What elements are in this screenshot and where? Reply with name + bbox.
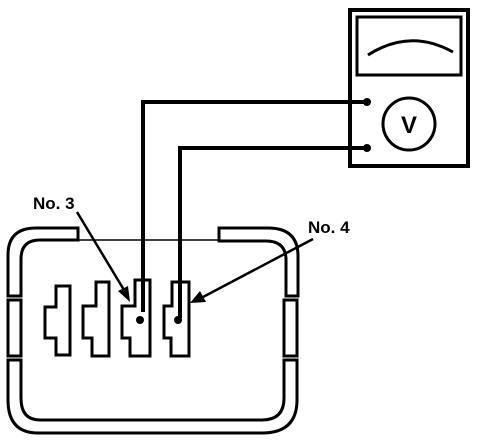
- connector-latch-left: [6, 298, 23, 358]
- meter-scale-arc: [367, 39, 454, 57]
- connector-shell-top-right: [217, 226, 300, 298]
- meter-dial: [381, 96, 437, 152]
- voltmeter-icon: V: [348, 8, 470, 168]
- label-terminal-3: No. 3: [33, 194, 75, 213]
- connector-icon: [6, 226, 300, 435]
- terminal-1: [43, 284, 72, 357]
- probe-tip-3: [136, 316, 144, 324]
- probe-wire-4: [178, 146, 367, 318]
- meter-body: [348, 8, 470, 168]
- connector-latch-right: [282, 298, 299, 358]
- leader-arrow-3: [75, 211, 130, 302]
- terminal-2: [81, 280, 111, 358]
- probe-tip-4: [174, 316, 182, 324]
- label-terminal-4: No. 4: [308, 218, 350, 237]
- probe-wire-3: [141, 100, 367, 312]
- meter-display: [355, 15, 463, 77]
- terminal-4: [162, 280, 191, 358]
- meter-symbol: V: [401, 112, 417, 139]
- connector-shell-bottom-left: [6, 358, 299, 435]
- leader-arrow-4: [190, 237, 314, 303]
- terminal-3: [120, 278, 152, 358]
